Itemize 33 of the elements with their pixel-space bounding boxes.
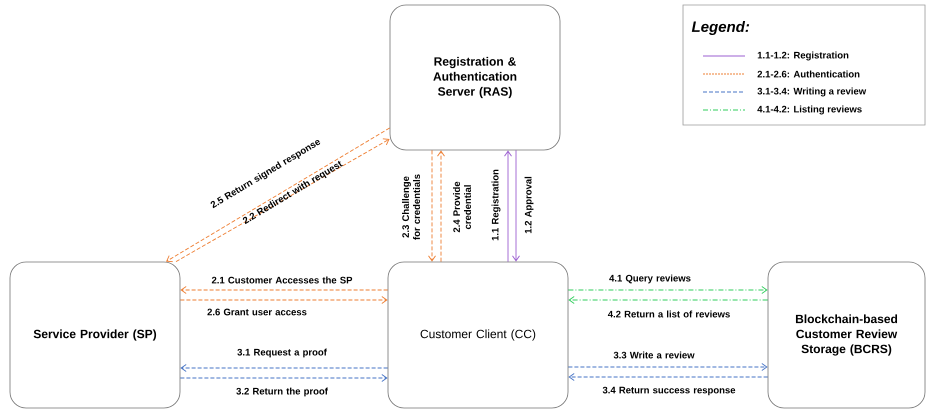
edge-label: 3.2 Return the proof (236, 388, 328, 396)
arrow (568, 296, 768, 304)
arrow (437, 150, 445, 262)
arrow (428, 150, 436, 262)
process-box: Blockchain-based Customer Review Storage (BCRS) (768, 262, 926, 408)
process-box: Service Provider (SP) (10, 262, 180, 408)
arrow (180, 374, 388, 382)
arrow (180, 364, 388, 372)
arrow (568, 373, 768, 381)
arrow (180, 296, 388, 304)
edge-label: 1.1 Registration (492, 170, 500, 240)
arrow (568, 286, 768, 294)
edge-label: 4.2 Return a list of reviews (608, 310, 730, 318)
legend-text: 1.1-1.2: Registration (758, 52, 848, 60)
arrow (180, 286, 388, 294)
process-box: Registration & Authentication Server (RAS) (390, 4, 560, 150)
process-box: Customer Client (CC) (388, 262, 568, 408)
arrow (568, 363, 768, 371)
edge-label: 3.1 Request a proof (237, 348, 327, 358)
edge-label: 2.1 Customer Accesses the SP (212, 276, 352, 284)
edge-label: 3.4 Return success response (602, 386, 736, 396)
legend-text: 4.1-4.2: Listing reviews (757, 106, 862, 114)
legend-text: 3.1-3.4: Writing a review (757, 88, 866, 96)
edge-label: 2.3 Challenge for credentials (402, 174, 420, 240)
edge-label: 3.3 Write a review (614, 352, 695, 358)
arrow (512, 150, 520, 262)
legend-text: 2.1-2.6: Authentication (758, 70, 860, 78)
arrow (504, 150, 512, 262)
edge-label: 4.1 Query reviews (609, 274, 691, 284)
edge-label: 2.6 Grant user access (207, 308, 306, 316)
edge-label: 1.2 Approval (524, 176, 534, 234)
edge-label: 2.4 Provide credential (453, 182, 471, 232)
legend-title: Legend: (692, 21, 750, 35)
